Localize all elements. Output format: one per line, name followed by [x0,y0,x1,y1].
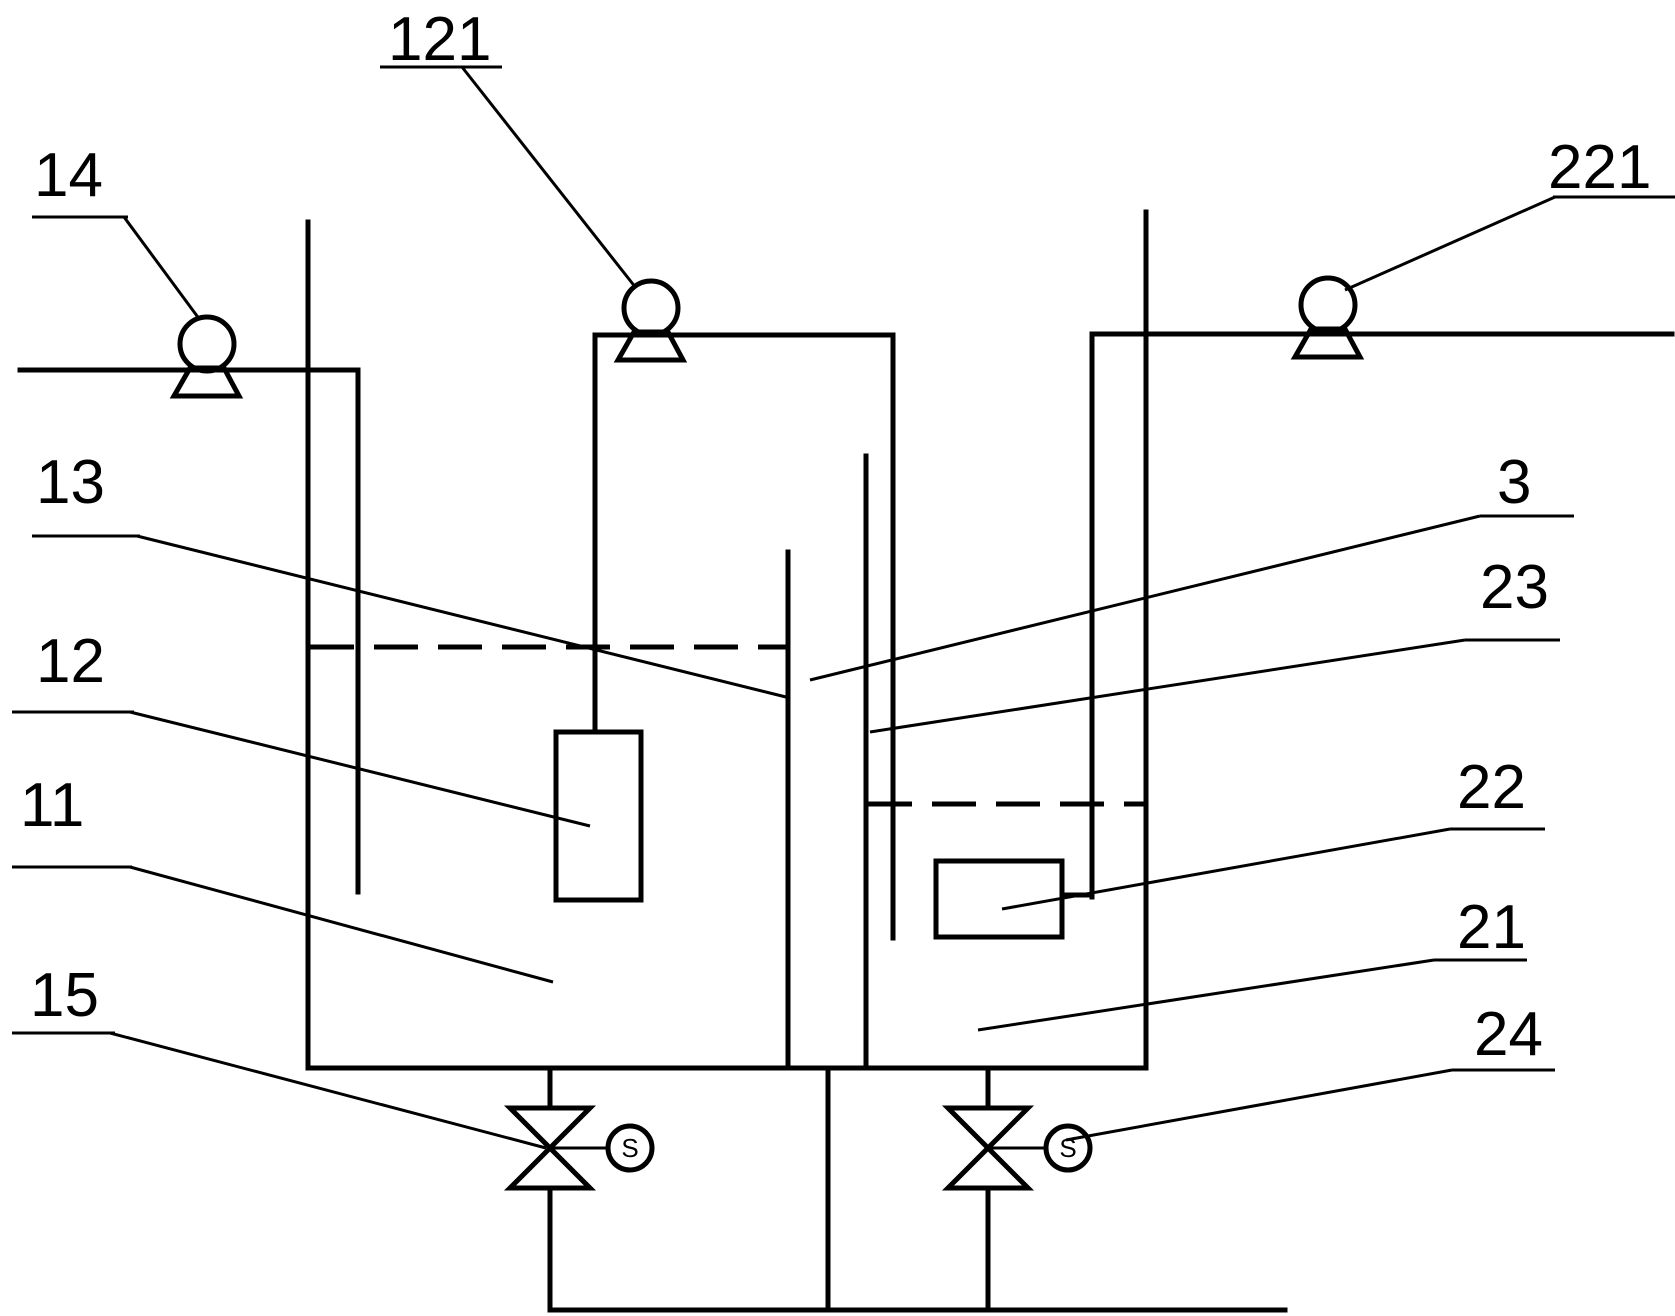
label-121: 121 [388,5,491,74]
pipe-device-12 [592,332,896,735]
device-12 [553,729,644,903]
tank-2 [863,209,1149,1071]
solenoid-symbol: S [1059,1133,1076,1163]
label-23: 23 [1480,553,1549,622]
callouts: 121 14 221 13 3 23 12 22 11 21 15 2 [12,5,1675,1150]
label-221: 221 [1548,133,1651,202]
label-3: 3 [1497,448,1531,517]
label-22: 22 [1457,753,1526,822]
label-14: 14 [34,141,103,210]
pipe-device-22 [1059,331,1675,900]
tank-1 [305,219,869,1071]
label-12: 12 [36,627,105,696]
label-13: 13 [36,448,105,517]
solenoid-valve-24-icon: S [941,1105,1093,1191]
solenoid-symbol: S [621,1133,638,1163]
label-15: 15 [30,961,99,1030]
pump-14-icon [169,314,244,399]
drain-piping [547,1065,1288,1313]
solenoid-valve-15-icon: S [503,1105,655,1191]
label-24: 24 [1474,1000,1543,1069]
pump-121-icon [613,278,688,363]
label-11: 11 [20,771,84,840]
label-21: 21 [1457,893,1526,962]
pump-221-icon [1290,275,1365,360]
device-22 [933,858,1065,940]
